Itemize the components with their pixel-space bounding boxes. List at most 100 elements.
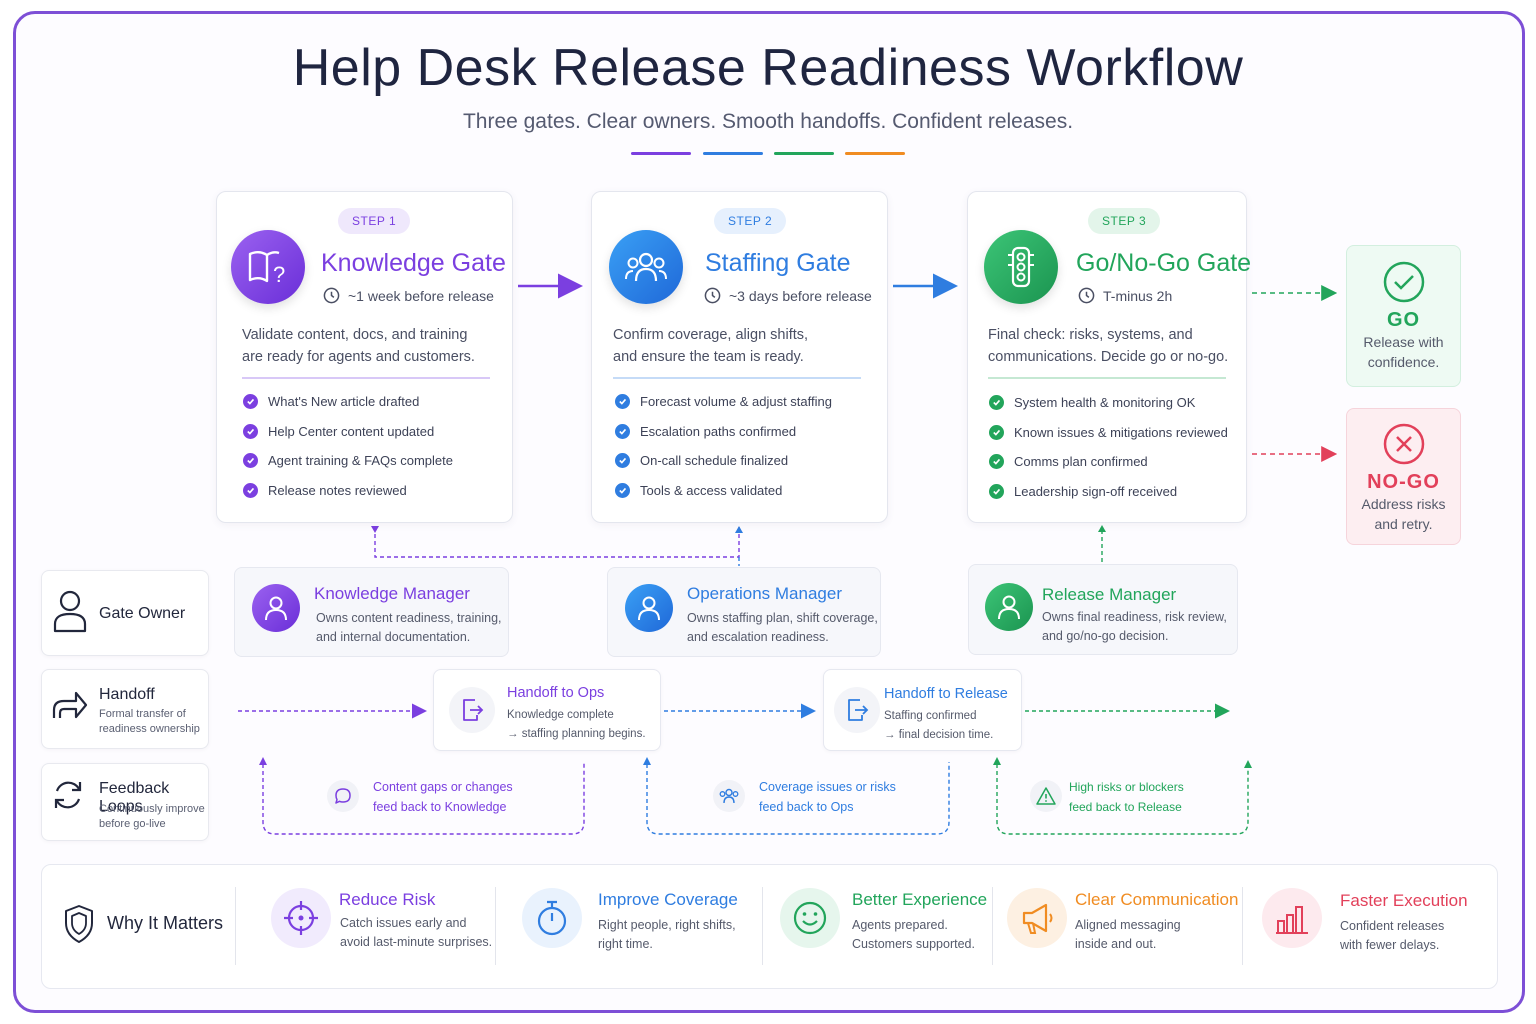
accent-underline-green bbox=[774, 152, 834, 155]
check-circle-icon bbox=[1383, 261, 1424, 303]
traffic-light-icon bbox=[984, 230, 1058, 304]
divider bbox=[242, 377, 490, 379]
accent-underline-orange bbox=[845, 152, 905, 155]
step-badge: STEP 3 bbox=[1088, 208, 1161, 234]
role-card-knowledge-manager: Knowledge Manager Owns content readiness… bbox=[234, 567, 509, 657]
check-icon bbox=[989, 395, 1004, 411]
team-icon bbox=[713, 780, 745, 812]
checklist-item: Leadership sign-off received bbox=[989, 477, 1228, 507]
checklist-item: Tools & access validated bbox=[615, 476, 832, 506]
go-label: GO bbox=[1386, 309, 1421, 331]
divider bbox=[1242, 887, 1243, 965]
gate-timing: ~1 week before release bbox=[323, 287, 494, 304]
gate-time-label: ~3 days before release bbox=[729, 287, 872, 304]
no-go-label: NO-GO bbox=[1367, 471, 1440, 493]
book-question-icon: ? bbox=[231, 230, 305, 304]
knowledge-checklist: What's New article drafted Help Center c… bbox=[243, 387, 453, 505]
x-circle-icon bbox=[1383, 423, 1424, 465]
feedback-loop-knowledge bbox=[262, 762, 585, 835]
gate-title: Knowledge Gate bbox=[321, 249, 506, 277]
divider bbox=[613, 377, 861, 379]
go-no-go-checklist: System health & monitoring OK Known issu… bbox=[989, 388, 1228, 506]
check-icon bbox=[243, 453, 258, 469]
step-badge: STEP 2 bbox=[714, 208, 787, 234]
gate-title: Staffing Gate bbox=[705, 249, 851, 277]
bar-chart-icon bbox=[1262, 888, 1322, 948]
team-icon bbox=[609, 230, 683, 304]
checklist-item: Escalation paths confirmed bbox=[615, 417, 832, 447]
accent-underline-blue bbox=[703, 152, 763, 155]
gate-title: Go/No-Go Gate bbox=[1076, 249, 1252, 277]
checklist-item: Help Center content updated bbox=[243, 417, 453, 447]
smiley-icon bbox=[780, 888, 840, 948]
checklist-item: Known issues & mitigations reviewed bbox=[989, 418, 1228, 448]
checklist-item: Release notes reviewed bbox=[243, 476, 453, 506]
avatar-icon bbox=[252, 584, 300, 632]
svg-text:?: ? bbox=[273, 262, 285, 286]
gate-description: Confirm coverage, align shifts,and ensur… bbox=[613, 327, 809, 365]
why-better-experience-desc: Agents prepared.Customers supported. bbox=[852, 918, 975, 951]
page-subtitle: Three gates. Clear owners. Smooth handof… bbox=[462, 110, 1074, 133]
divider bbox=[992, 887, 993, 965]
check-icon bbox=[615, 482, 630, 498]
clock-icon bbox=[704, 287, 721, 304]
forward-arrow-icon bbox=[52, 691, 88, 719]
megaphone-icon bbox=[1007, 888, 1067, 948]
check-icon bbox=[615, 423, 630, 439]
chat-bubble-icon bbox=[327, 780, 359, 812]
checklist-item: System health & monitoring OK bbox=[989, 388, 1228, 418]
stopwatch-icon bbox=[522, 888, 582, 948]
role-card-release-manager: Release Manager Owns final readiness, ri… bbox=[968, 564, 1238, 655]
checklist-item: On-call schedule finalized bbox=[615, 446, 832, 476]
check-icon bbox=[615, 453, 630, 469]
divider bbox=[762, 887, 763, 965]
handoff-card-to-release: Handoff to Release Staffing confirmed→ f… bbox=[823, 669, 1022, 751]
check-icon bbox=[243, 394, 258, 410]
refresh-icon bbox=[54, 781, 82, 809]
checklist-item: Forecast volume & adjust staffing bbox=[615, 387, 832, 417]
legend-gate-owner: Gate Owner bbox=[41, 570, 209, 656]
divider bbox=[988, 377, 1226, 379]
avatar-icon bbox=[625, 584, 673, 632]
avatar-icon bbox=[985, 583, 1033, 631]
role-card-operations-manager: Operations Manager Owns staffing plan, s… bbox=[607, 567, 881, 657]
checklist-item: What's New article drafted bbox=[243, 387, 453, 417]
divider bbox=[495, 887, 496, 965]
staffing-checklist: Forecast volume & adjust staffing Escala… bbox=[615, 387, 832, 505]
clock-icon bbox=[1078, 287, 1095, 304]
checklist-item: Agent training & FAQs complete bbox=[243, 446, 453, 476]
gate-time-label: T-minus 2h bbox=[1103, 287, 1173, 304]
step-badge: STEP 1 bbox=[338, 208, 411, 234]
warning-icon bbox=[1030, 780, 1062, 812]
page-title: Help Desk Release Readiness Workflow bbox=[292, 39, 1244, 97]
check-icon bbox=[989, 424, 1004, 440]
handoff-card-to-ops: Handoff to Ops Knowledge complete→ staff… bbox=[433, 669, 661, 751]
why-it-matters-title: Why It Matters bbox=[107, 913, 224, 933]
gate-time-label: ~1 week before release bbox=[348, 287, 494, 304]
checklist-item: Comms plan confirmed bbox=[989, 447, 1228, 477]
person-icon bbox=[53, 590, 87, 633]
crosshair-icon bbox=[271, 888, 331, 948]
gate-timing: T-minus 2h bbox=[1078, 287, 1172, 304]
why-improve-coverage-desc: Right people, right shifts,right time. bbox=[598, 918, 736, 951]
check-icon bbox=[989, 483, 1004, 499]
divider bbox=[235, 887, 236, 965]
owner-link-knowledge bbox=[374, 527, 740, 558]
document-export-icon bbox=[834, 687, 880, 733]
feedback-loop-release bbox=[996, 764, 1249, 835]
clock-icon bbox=[323, 287, 340, 304]
check-icon bbox=[615, 394, 630, 410]
